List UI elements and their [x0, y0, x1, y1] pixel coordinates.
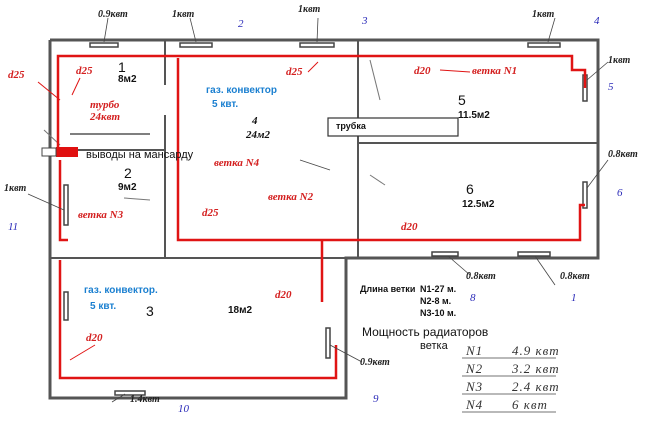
- pipe-label-d20-room3: d20: [275, 289, 292, 301]
- power-row-n4-branch: N4: [466, 397, 484, 412]
- convector-room4-label: газ. конвектор: [206, 85, 277, 96]
- radiator-number-10: 10: [178, 403, 189, 415]
- outputs-label: выводы на мансарду: [86, 149, 194, 161]
- radiator-number-4: 4: [594, 15, 600, 27]
- boiler-power: 24квт: [90, 111, 121, 123]
- room-area-2: 9м2: [118, 182, 137, 193]
- pipe-label-d20-room5: d20: [414, 65, 431, 77]
- room-number-6: 6: [466, 181, 474, 197]
- walls: [48, 38, 600, 400]
- power-table-title: Мощность радиаторов: [362, 325, 489, 339]
- convector-room3-power: 5 квт.: [90, 301, 117, 312]
- radiator-label-top-mid: 1квт: [172, 9, 195, 20]
- pipe-label-d25-room4: d25: [286, 66, 303, 78]
- room-area-1: 8м2: [118, 74, 137, 85]
- radiator-label-bottom-right: 0.8квт: [560, 271, 590, 282]
- power-row-n1-value: 4.9 квт: [512, 343, 560, 358]
- boiler-label: турбо: [90, 99, 120, 111]
- pipe-label-d25-top: d25: [76, 65, 93, 77]
- pipe-label-d25-bottom: d25: [202, 207, 219, 219]
- convector-room4-power: 5 квт.: [212, 99, 239, 110]
- radiator-label-right-lower: 0.8квт: [608, 149, 638, 160]
- radiator-label-left: 1квт: [4, 183, 27, 194]
- room-number-3: 3: [146, 303, 154, 319]
- radiator-label-top-right: 1квт: [298, 4, 321, 15]
- pipe-label-d25-left: d25: [8, 69, 25, 81]
- branch-label-n2: ветка N2: [268, 191, 314, 203]
- radiator-label-right-upper: 1квт: [608, 55, 631, 66]
- radiator-number-8: 8: [470, 292, 476, 304]
- radiator-number-9: 9: [373, 393, 379, 405]
- power-table-subtitle: ветка: [420, 340, 448, 352]
- chimney-label: трубка: [336, 121, 366, 131]
- pipe-leaders: [37, 61, 471, 361]
- radiator-number-6: 6: [617, 187, 623, 199]
- radiator-number-2: 2: [238, 18, 244, 30]
- radiator-label-top-far: 1квт: [532, 9, 555, 20]
- room-number-4: 4: [252, 115, 258, 127]
- branch-length-n1: N1-27 м.: [420, 284, 457, 294]
- room-number-5: 5: [458, 92, 466, 108]
- room-area-4: 24м2: [246, 129, 271, 141]
- branch-label-n4: ветка N4: [214, 157, 260, 169]
- chimney-box: [327, 117, 459, 137]
- radiator-label-top-left: 0.9квт: [98, 9, 128, 20]
- boiler-outlet: [41, 147, 57, 157]
- room-area-3: 18м2: [228, 305, 253, 316]
- power-row-n4-value: 6 квт: [512, 397, 548, 412]
- radiator-label-lower-middle: 0.9квт: [360, 357, 390, 368]
- power-row-n3-value: 2.4 квт: [512, 379, 560, 394]
- convector-room3-label: газ. конвектор.: [84, 285, 158, 296]
- radiator-number-5: 5: [608, 81, 614, 93]
- power-row-n3-branch: N3: [466, 379, 484, 394]
- room-area-6: 12.5м2: [462, 199, 495, 210]
- branch-label-n3: ветка N3: [78, 209, 124, 221]
- room-number-1: 1: [118, 59, 126, 75]
- radiator-number-1: 1: [571, 292, 577, 304]
- heating-pipes: [56, 54, 587, 380]
- pipe-label-d20-lower: d20: [86, 332, 103, 344]
- room-number-2: 2: [124, 165, 132, 181]
- radiator-leaders: [27, 17, 609, 403]
- branch-length-n3: N3-10 м.: [420, 308, 457, 318]
- branch-length-n2: N2-8 м.: [420, 296, 452, 306]
- radiator-label-bottom-left: 1.4квт: [130, 394, 160, 405]
- radiator-number-11: 11: [8, 221, 19, 233]
- power-row-n2-branch: N2: [466, 361, 484, 376]
- branch-length-title: Длина ветки: [360, 284, 416, 294]
- boiler: [56, 147, 78, 157]
- radiator-label-bottom-mid: 0.8квт: [466, 271, 496, 282]
- radiator-number-3: 3: [362, 15, 368, 27]
- room-area-5: 11.5м2: [458, 110, 490, 121]
- branch-label-n1: ветка N1: [472, 65, 518, 77]
- power-row-n1-branch: N1: [466, 343, 484, 358]
- power-row-n2-value: 3.2 квт: [512, 361, 560, 376]
- pipe-label-d20-bottom: d20: [401, 221, 418, 233]
